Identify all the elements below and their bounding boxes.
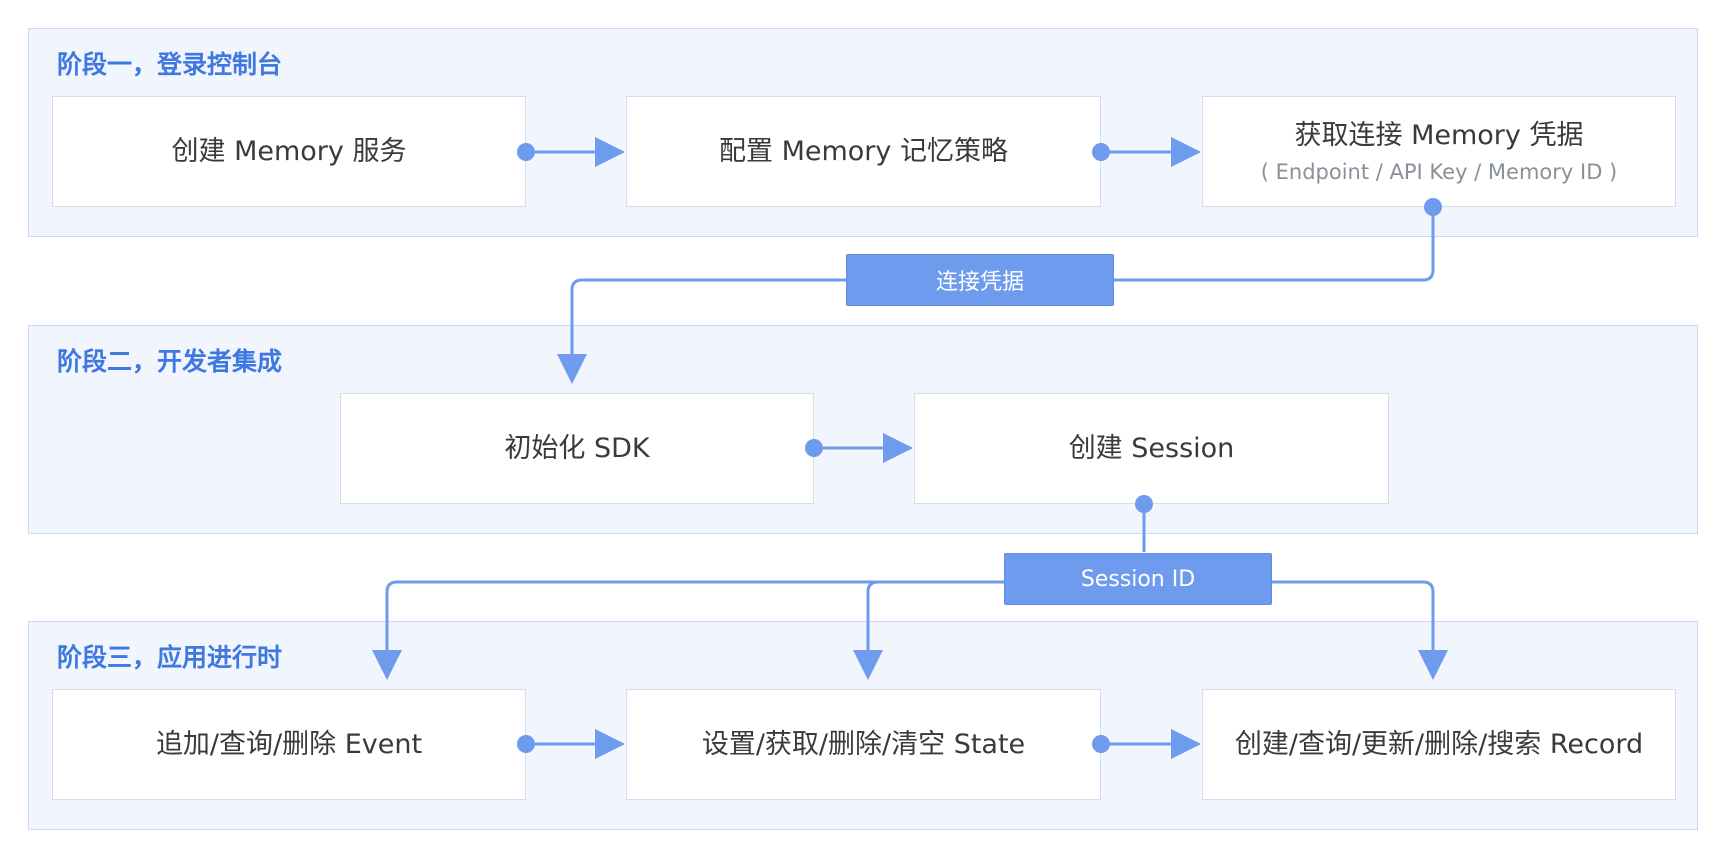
credentials-label: 连接凭据	[935, 270, 1024, 295]
record-ops-node[interactable]: 创建/查询/更新/删除/搜索 Record	[1202, 689, 1676, 800]
event-ops-node[interactable]: 追加/查询/删除 Event	[52, 689, 526, 800]
node-label: 初始化 SDK	[504, 432, 650, 464]
node-label: 获取连接 Memory 凭据	[1294, 119, 1584, 151]
stage-3-title: 阶段三，应用进行时	[57, 643, 283, 672]
session-id-label: Session ID	[1080, 566, 1196, 592]
node-label: 设置/获取/删除/清空 State	[701, 728, 1026, 760]
configure-memory-strategy-node[interactable]: 配置 Memory 记忆策略	[626, 96, 1101, 207]
session-id-label-pill: Session ID	[1004, 553, 1272, 605]
stage-1-title: 阶段一，登录控制台	[57, 50, 283, 79]
node-label: 创建 Session	[1068, 432, 1235, 464]
node-label: 创建 Memory 服务	[171, 135, 407, 167]
credentials-label-pill: 连接凭据	[846, 254, 1114, 306]
get-memory-credentials-node[interactable]: 获取连接 Memory 凭据 ( Endpoint / API Key / Me…	[1202, 96, 1676, 207]
node-label: 追加/查询/删除 Event	[155, 728, 423, 760]
state-ops-node[interactable]: 设置/获取/删除/清空 State	[626, 689, 1101, 800]
node-label: 配置 Memory 记忆策略	[719, 135, 1008, 167]
node-label: 创建/查询/更新/删除/搜索 Record	[1234, 728, 1644, 760]
create-session-node[interactable]: 创建 Session	[914, 393, 1389, 504]
stage-2-title: 阶段二，开发者集成	[57, 347, 283, 376]
stage-2-panel: 阶段二，开发者集成	[28, 325, 1698, 534]
init-sdk-node[interactable]: 初始化 SDK	[340, 393, 814, 504]
create-memory-service-node[interactable]: 创建 Memory 服务	[52, 96, 526, 207]
node-sublabel: ( Endpoint / API Key / Memory ID )	[1260, 160, 1618, 185]
